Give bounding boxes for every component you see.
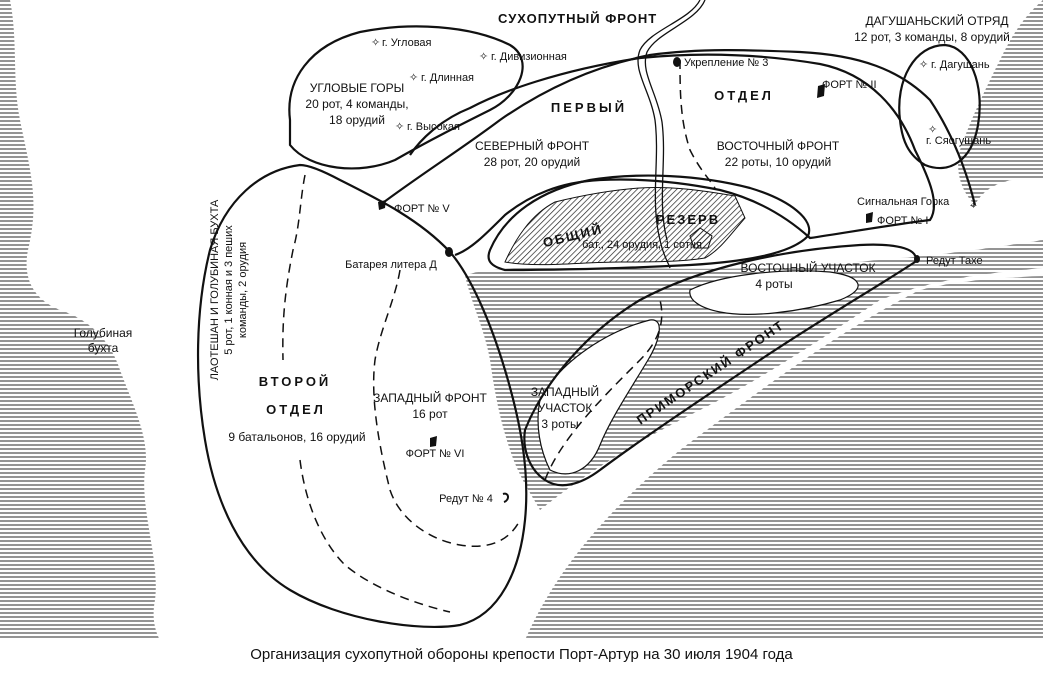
fort6-label: ФОРТ № VI xyxy=(406,448,465,460)
laoteshan-line2: 5 рот, 1 конная и 3 пеших xyxy=(223,225,235,355)
laoteshan-line3: команды, 2 орудия xyxy=(237,242,249,338)
height-icon-dlinnaya: ✧ xyxy=(409,72,418,84)
laoteshan-line1: ЛАОТЕШАН И ГОЛУБИНАЯ БУХТА xyxy=(209,199,221,380)
height-dagushan: г. Дагушань xyxy=(931,59,990,71)
height-symbols: ✧ ✧ ✧ ✧ ✧ ✧ xyxy=(371,37,937,136)
height-icon-divizionnaya: ✧ xyxy=(479,51,488,63)
fortification-symbols: ⌖ xyxy=(378,57,977,503)
uglovye-boundary xyxy=(288,25,524,170)
ukreplenie3-label: Укрепление № 3 xyxy=(684,57,768,69)
western-sector-forces: 3 роты xyxy=(541,417,578,431)
primorsky-front-boundary xyxy=(523,243,917,487)
western-front-divider xyxy=(372,269,521,547)
sector-divider xyxy=(544,299,663,481)
second-department-word2: ОТДЕЛ xyxy=(266,402,326,417)
redoubt-tahe-marker xyxy=(914,255,920,263)
height-vysokaya: г. Высокая xyxy=(407,121,460,133)
dagushan-title: ДАГУШАНЬСКИЙ ОТРЯД xyxy=(866,13,1009,28)
eastern-front-forces: 22 роты, 10 орудий xyxy=(725,155,831,169)
ukreplenie3-marker xyxy=(673,57,681,67)
eastern-sector-forces: 4 роты xyxy=(755,277,792,291)
golubinaya-bay-water xyxy=(0,0,160,640)
height-icon-syaogushan: ✧ xyxy=(928,124,937,136)
uglovye-title: УГЛОВЫЕ ГОРЫ xyxy=(310,81,404,95)
fort5-marker xyxy=(378,200,386,210)
first-department-word1: ПЕРВЫЙ xyxy=(551,100,627,115)
land-front-label: СУХОПУТНЫЙ ФРОНТ xyxy=(498,11,657,26)
fort1-label: ФОРТ № I xyxy=(877,215,928,227)
second-department-boundary xyxy=(196,163,528,628)
east-shore-patch xyxy=(689,270,859,315)
laoteshan-divider xyxy=(282,174,451,613)
northern-front-forces: 28 рот, 20 орудий xyxy=(484,155,581,169)
reserve-word2: РЕЗЕРВ xyxy=(656,212,720,227)
western-front-forces: 16 рот xyxy=(412,407,448,421)
height-icon-uglovaya: ✧ xyxy=(371,37,380,49)
east-bay-water xyxy=(958,0,1043,205)
old-town xyxy=(504,186,746,266)
fortress-map: ⌖ ✧ ✧ ✧ ✧ ✧ ✧ СУХОПУТНЫЙ ФРОНТ ДАГУШАНЬС… xyxy=(0,0,1043,640)
uglovye-line1: 20 рот, 4 команды, xyxy=(305,97,408,111)
northern-front-title: СЕВЕРНЫЙ ФРОНТ xyxy=(475,138,590,153)
water xyxy=(0,0,1043,640)
town-block xyxy=(689,227,713,249)
fort1-marker xyxy=(866,212,873,223)
fort6-marker xyxy=(430,436,437,447)
tiger-peninsula xyxy=(537,319,660,475)
uglovye-line2: 18 орудий xyxy=(329,113,385,127)
map-caption: Организация сухопутной обороны крепости … xyxy=(250,646,793,663)
height-uglovaya: г. Угловая xyxy=(382,37,432,49)
redoubt4-label: Редут № 4 xyxy=(439,493,493,505)
second-department-forces: 9 батальонов, 16 орудий xyxy=(228,430,365,444)
railway-inner xyxy=(644,0,706,241)
laoteshan-label-group: ЛАОТЕШАН И ГОЛУБИНАЯ БУХТА 5 рот, 1 конн… xyxy=(209,199,249,380)
eastern-front-title: ВОСТОЧНЫЙ ФРОНТ xyxy=(717,138,840,153)
height-divizionnaya: г. Дивизионная xyxy=(491,51,567,63)
battery-d-label: Батарея литера Д xyxy=(345,259,437,271)
land-front-boundary xyxy=(379,49,977,206)
fort5-label: ФОРТ № V xyxy=(394,203,450,215)
western-sector-line1: ЗАПАДНЫЙ xyxy=(531,384,599,399)
signal-hill-label: Сигнальная Горка xyxy=(857,196,950,208)
bay-line1: Голубиная xyxy=(74,326,133,340)
battery-d-marker xyxy=(445,247,453,257)
height-syaogushan: г. Сяогушань xyxy=(926,135,991,147)
redoubt-tahe-label: Редут Тахе xyxy=(926,255,983,267)
first-department-word2: ОТДЕЛ xyxy=(714,88,774,103)
redoubt4-marker xyxy=(502,492,509,503)
bay-line2: бухта xyxy=(88,341,119,355)
western-sector-line2: УЧАСТОК xyxy=(538,401,593,415)
height-dlinnaya: г. Длинная xyxy=(421,72,474,84)
signal-hill-marker: ⌖ xyxy=(970,198,977,212)
inner-harbour-water xyxy=(465,240,1043,510)
fort2-marker xyxy=(817,84,825,98)
outer-sea-water xyxy=(525,276,1043,640)
north-east-divider xyxy=(679,59,716,189)
fort2-label: ФОРТ № II xyxy=(822,79,877,91)
reserve-boundary xyxy=(487,174,811,272)
height-icon-vysokaya: ✧ xyxy=(395,121,404,133)
reserve-forces: бат., 24 орудия, 1 сотня xyxy=(582,239,702,251)
western-front-title: ЗАПАДНЫЙ ФРОНТ xyxy=(373,390,487,405)
eastern-sector-title: ВОСТОЧНЫЙ УЧАСТОК xyxy=(740,260,875,275)
railway xyxy=(637,0,701,269)
dagushan-forces: 12 рот, 3 команды, 8 орудий xyxy=(854,30,1010,44)
second-department-word1: ВТОРОЙ xyxy=(259,374,332,389)
height-icon-dagushan: ✧ xyxy=(919,59,928,71)
